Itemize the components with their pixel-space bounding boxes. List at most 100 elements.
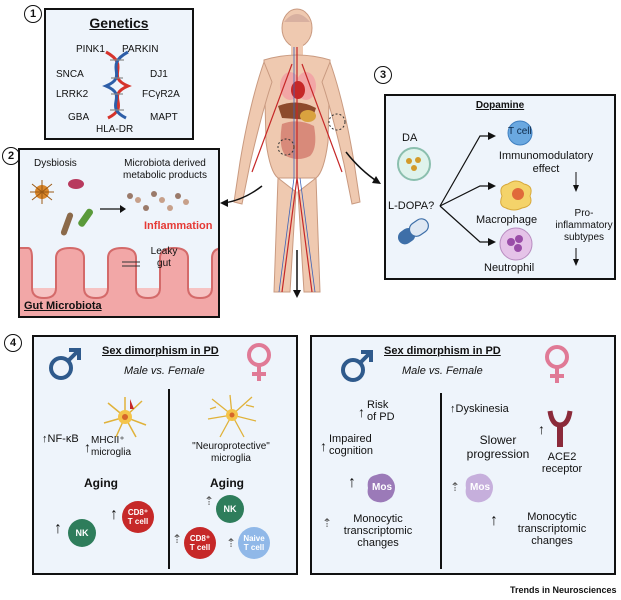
gut-microbiota-title: Gut Microbiota xyxy=(24,300,102,312)
dopamine-title: Dopamine xyxy=(475,100,525,111)
gene-label: SNCA xyxy=(56,69,84,80)
metabolite-dots-icon xyxy=(127,191,189,211)
aging-label-right: Aging xyxy=(210,476,244,490)
da-label: DA xyxy=(402,132,418,144)
neuro-line1: "Neuroprotective" xyxy=(192,441,270,452)
male-vs-female-left: Male vs. Female xyxy=(124,365,205,377)
cd8-tcell-left-icon: CD8⁺ T cell xyxy=(122,501,154,533)
dyskinesia-text: Dyskinesia xyxy=(455,403,509,415)
neuroprotective-label: "Neuroprotective" microglia xyxy=(176,441,286,465)
human-body-illustration xyxy=(233,8,361,293)
cd8-right-line1: CD8⁺ xyxy=(189,534,211,543)
neutrophil-icon xyxy=(499,227,533,261)
macrophage-icon xyxy=(500,180,532,211)
macrophage-label: Macrophage xyxy=(476,214,538,226)
metabolic-products-line1: Microbiota derived xyxy=(124,158,206,169)
mono-right-line2: transcriptomic xyxy=(517,523,587,535)
cognition-line1: Impaired xyxy=(329,433,372,445)
pill-icon xyxy=(397,218,429,245)
journal-credit: Trends in Neurosciences xyxy=(510,585,617,595)
microglia-mhcii-icon xyxy=(103,397,147,438)
nk-up-arrow-left: ↑ xyxy=(54,520,62,537)
cd8-left-line1: CD8⁺ xyxy=(127,508,149,517)
neuro-line2: microglia xyxy=(210,453,251,464)
female-symbol-icon xyxy=(247,343,271,381)
mhcii-line2: microglia xyxy=(91,447,132,458)
female-symbol-icon xyxy=(545,345,569,383)
pro-line1: Pro- xyxy=(574,208,594,219)
mono-left-line2: transcriptomic xyxy=(343,525,413,537)
divider-vertical xyxy=(168,389,170,569)
nk-cell-left-icon: NK xyxy=(68,519,96,547)
pro-line3: subtypes xyxy=(563,232,605,243)
nk-right-text: NK xyxy=(223,504,237,514)
monocytic-left-label: Monocytic transcriptomic changes xyxy=(330,513,426,549)
mos-left-text: Mos xyxy=(372,482,392,493)
neutrophil-label: Neutrophil xyxy=(484,262,535,274)
ace2-label: ACE2 receptor xyxy=(532,451,592,475)
panel-number-3: 3 xyxy=(374,66,392,84)
risk-line2: of PD xyxy=(367,411,395,423)
dna-helix-icon xyxy=(102,50,132,120)
cd8-up-arrow-left: ↑ xyxy=(110,506,118,523)
mhcii-line1: MHCII⁺ xyxy=(91,435,125,446)
monocyte-left-icon xyxy=(367,473,395,503)
dopamine-panel: Dopamine DA L-DOPA? T cell Immunomodulat… xyxy=(384,94,616,280)
mono-left-line1: Monocytic xyxy=(353,513,403,525)
nfkb-label: ↑NF-κB xyxy=(42,433,79,445)
immuno-line2: effect xyxy=(532,163,560,175)
naive-dotted-arrow: ⇡ xyxy=(226,536,237,550)
inflammation-label: Inflammation xyxy=(144,220,213,232)
cd8-right-line2: T cell xyxy=(189,543,211,552)
genetics-panel: Genetics PINK1 PARKIN SNCA DJ1 LRRK2 FCγ… xyxy=(44,8,194,140)
cd8-left-line2: T cell xyxy=(127,517,149,526)
naive-line2: T cell xyxy=(243,543,265,552)
mhcii-label: ↑ MHCII⁺ microglia xyxy=(84,435,132,458)
leaky-gut-label: Leaky gut xyxy=(144,246,184,270)
monocyte-right-icon xyxy=(465,473,493,503)
dopamine-arrows xyxy=(439,132,496,246)
naive-line1: Naive xyxy=(243,534,265,543)
intestinal-villi xyxy=(20,246,218,316)
ldopa-label: L-DOPA? xyxy=(388,200,435,212)
gene-label: PINK1 xyxy=(76,44,105,55)
gene-label: MAPT xyxy=(150,112,178,123)
genetics-title: Genetics xyxy=(89,15,149,31)
bacteria-icon xyxy=(30,179,94,236)
mono-left-line3: changes xyxy=(357,537,399,549)
gene-label: PARKIN xyxy=(122,44,159,55)
nk-dotted-arrow-right: ⇡ xyxy=(204,494,215,508)
ace2-line2: receptor xyxy=(541,463,583,475)
dopamine-down-arrows xyxy=(573,172,579,266)
pro-line2: inflammatory xyxy=(555,220,613,231)
ace2-line1: ACE2 xyxy=(547,451,577,463)
mono-right-line3: changes xyxy=(531,535,573,547)
panel-number-4: 4 xyxy=(4,334,22,352)
sex-dimorphism-title-right: Sex dimorphism in PD xyxy=(384,345,501,357)
mos-dotted-arrow-right: ⇡ xyxy=(450,480,461,494)
gene-label: FCγR2A xyxy=(142,89,180,100)
slower-progression-label: Slower progression xyxy=(458,433,538,461)
tcell-icon xyxy=(507,120,533,146)
pro-inflammatory-label: Pro- inflammatory subtypes xyxy=(552,208,616,244)
sex-dimorphism-title-left: Sex dimorphism in PD xyxy=(102,345,219,357)
microglia-neuroprotective-icon xyxy=(207,394,257,438)
naive-tcell-icon: Naive T cell xyxy=(238,527,270,559)
male-vs-female-right: Male vs. Female xyxy=(402,365,483,377)
dyskinesia-label: ↑Dyskinesia xyxy=(450,403,509,415)
cd8-tcell-right-icon: CD8⁺ T cell xyxy=(184,527,216,559)
gene-label: DJ1 xyxy=(150,69,168,80)
gene-label: LRRK2 xyxy=(56,89,89,100)
nfkb-text: NF-κB xyxy=(47,433,79,445)
ace2-up-arrow: ↑ xyxy=(538,421,545,437)
risk-label: ↑ Risk of PD xyxy=(358,399,395,423)
leaky-line2: gut xyxy=(157,258,171,269)
mono-right-up-arrow: ↑ xyxy=(490,512,498,529)
dysbiosis-label: Dysbiosis xyxy=(34,158,77,169)
sex-dimorphism-panel-left: Sex dimorphism in PD Male vs. Female ↑NF… xyxy=(32,335,298,575)
sex-dimorphism-panel-right: Sex dimorphism in PD Male vs. Female ↑ R… xyxy=(310,335,616,575)
metabolic-products-label: Microbiota derived metabolic products xyxy=(110,158,218,182)
mos-right-text: Mos xyxy=(470,482,490,493)
cognition-line2: cognition xyxy=(329,445,374,457)
gene-label: GBA xyxy=(68,112,90,123)
